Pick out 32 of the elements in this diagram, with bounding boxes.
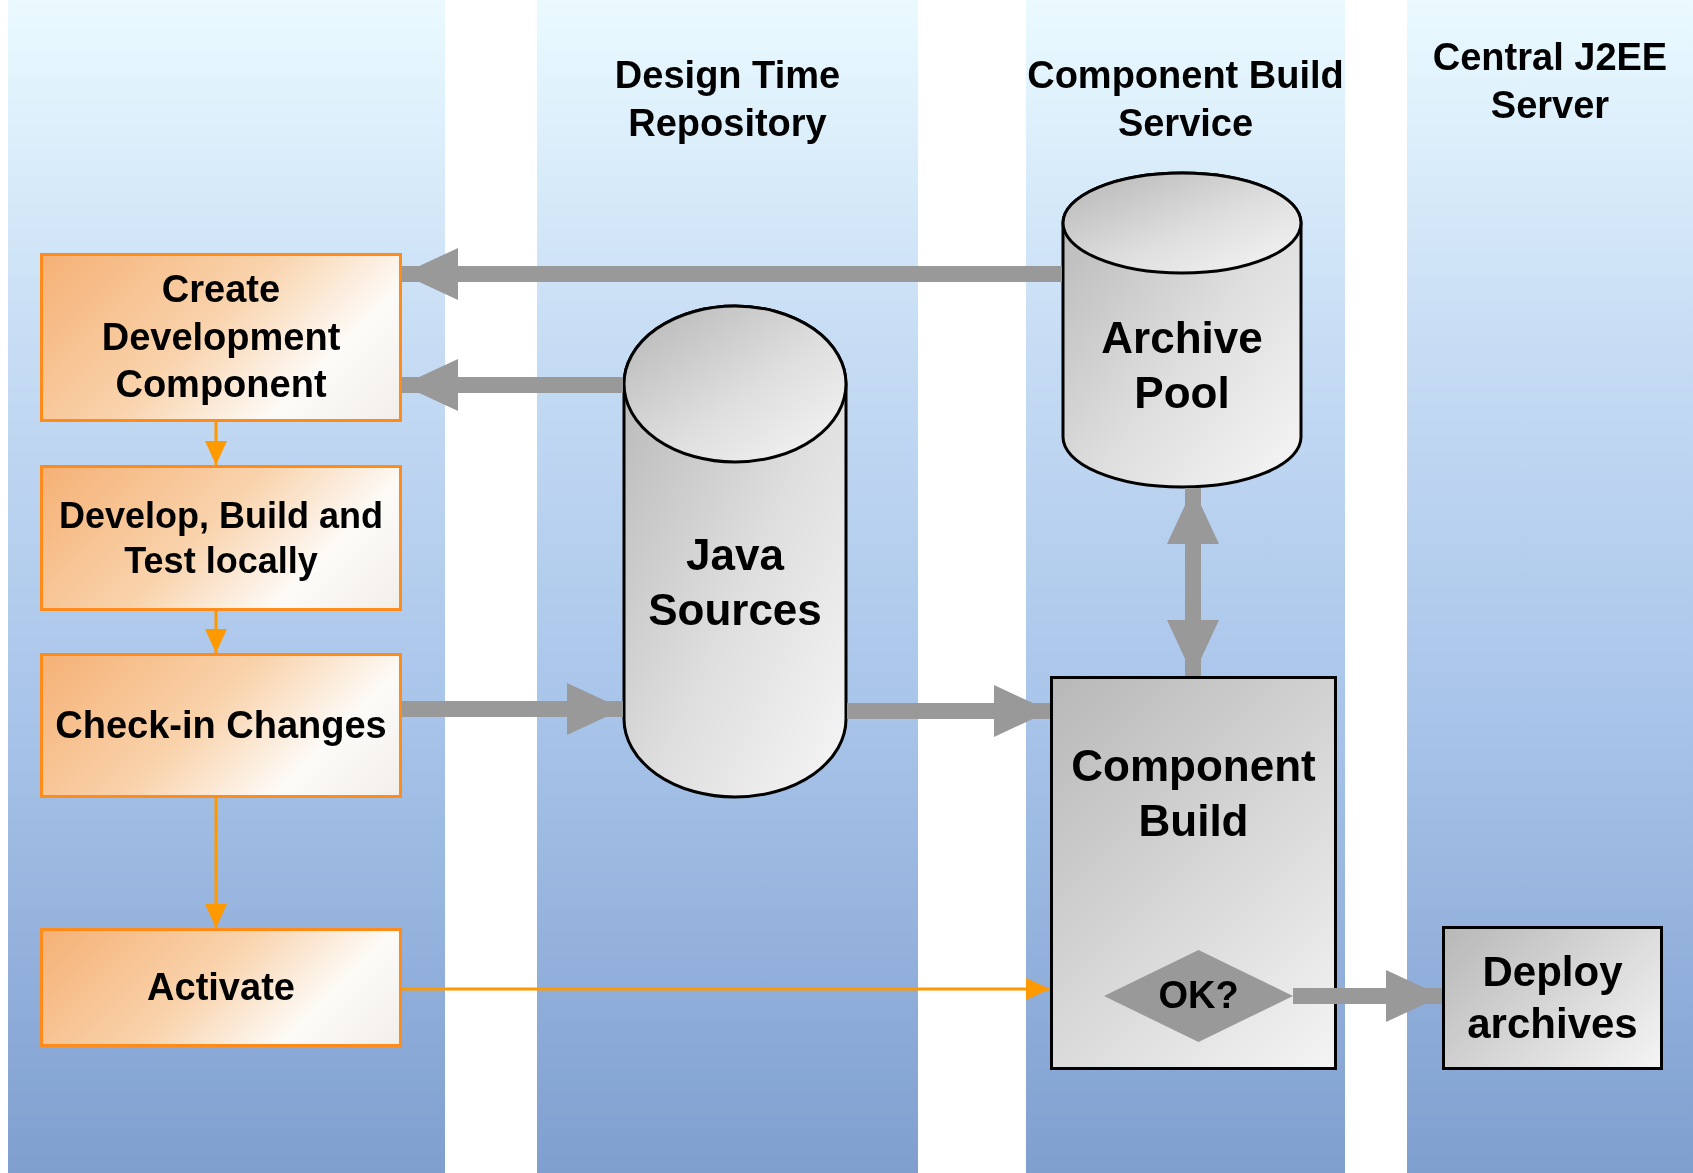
box-label: Develop, Build and Test locally <box>57 494 384 583</box>
arrow <box>205 798 227 928</box>
box-label: Component Build <box>1070 740 1317 847</box>
arrow <box>205 611 227 653</box>
process-box <box>40 465 402 611</box>
arrow <box>402 978 1050 1000</box>
process-box <box>40 928 402 1047</box>
box-label: Activate <box>147 964 295 1010</box>
arrow <box>847 685 1050 737</box>
shape-label: OK? <box>1158 973 1239 1019</box>
arrow <box>402 248 1062 300</box>
process-box <box>40 253 402 422</box>
box-label: Create Development Component <box>100 267 342 408</box>
arrow <box>1293 970 1442 1022</box>
shape-label: Java Sources <box>647 528 823 636</box>
column-band <box>537 0 918 1173</box>
shape-label: Archive Pool <box>1100 312 1264 419</box>
column-heading: Design Time Repository <box>613 53 842 146</box>
arrow <box>205 422 227 465</box>
process-box <box>1442 926 1663 1070</box>
arrow <box>402 359 623 411</box>
column-band <box>1026 0 1345 1173</box>
box-label: Deploy archives <box>1466 946 1639 1049</box>
box-label: Check-in Changes <box>55 702 387 748</box>
column-band <box>8 0 445 1173</box>
process-box <box>40 653 402 798</box>
column-band <box>1407 0 1693 1173</box>
column-heading: Component Build Service <box>1026 53 1345 146</box>
arrow <box>1167 488 1219 676</box>
arrow <box>402 683 623 735</box>
column-heading: Central J2EE Server <box>1431 35 1669 128</box>
process-box <box>1050 676 1337 1070</box>
